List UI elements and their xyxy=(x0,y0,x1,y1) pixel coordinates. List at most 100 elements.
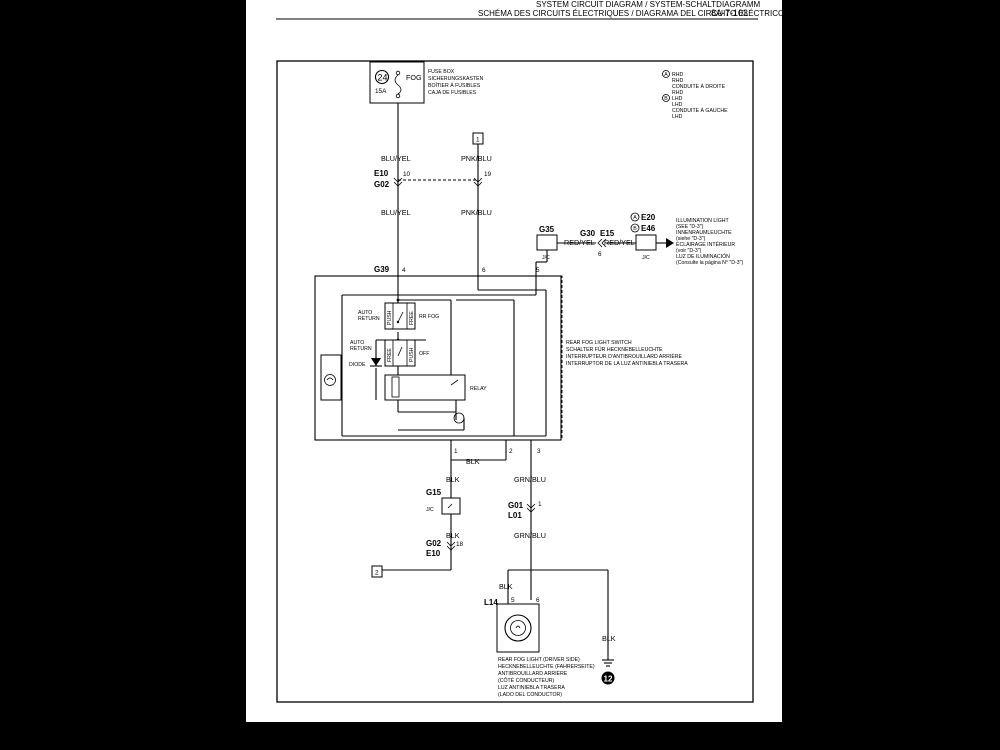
switch2-free: FREE xyxy=(387,348,393,362)
ref-1: 1 xyxy=(476,137,480,144)
wire-label-pnk-blu-1: PNK/BLU xyxy=(461,154,492,163)
pin-18: 18 xyxy=(456,541,464,548)
legend-rhd-2: RHD xyxy=(672,78,683,84)
connector-e20-e46: A E20 B E46 J/C xyxy=(630,212,674,261)
rr-fog-label: RR FOG xyxy=(419,314,439,320)
pin-1: 1 xyxy=(454,448,458,455)
wire-label-blu-yel-1: BLU/YEL xyxy=(381,154,411,163)
conn-g15: G15 xyxy=(426,488,442,497)
pin-1b: 1 xyxy=(538,501,542,508)
illum-4: (siehe "D-3") xyxy=(676,236,706,242)
switch-internal-wiring xyxy=(341,287,547,437)
switch-off: FREE PUSH AUTO RETURN OFF xyxy=(350,339,429,367)
auto-return-2b: RETURN xyxy=(350,346,372,352)
switch1-push: PUSH xyxy=(387,310,393,325)
conn-g30: G30 xyxy=(580,229,596,238)
wire-label-red-yel-1: RED/YEL xyxy=(564,238,595,247)
switch-label-4: INTERRUPTOR DE LA LUZ ANTINIEBLA TRASERA xyxy=(566,361,688,367)
ref-box-2 xyxy=(371,565,383,578)
conn-e10: E10 xyxy=(374,169,389,178)
switch-label-2: SCHALTER FÜR HECKNEBELLEUCHTE xyxy=(566,346,663,353)
header-line-1: SYSTEM CIRCUIT DIAGRAM / SYSTEM-SCHALTDI… xyxy=(536,0,761,9)
fog-light-label-5: LUZ ANTINIEBLA TRASERA xyxy=(498,685,565,691)
conn-l01: L01 xyxy=(508,511,522,520)
connector-g35: G35 J/C RED/YEL G30 E15 6 RED/YEL xyxy=(535,225,636,295)
auto-return-1a: AUTO xyxy=(358,310,372,316)
connector-g02-e10: G02 E10 18 xyxy=(426,539,464,558)
conn-e46: E46 xyxy=(641,224,656,233)
illum-7: LUZ DE ILUMINACIÓN xyxy=(676,253,730,260)
off-label: OFF xyxy=(419,351,429,357)
legend-rhd-3: CONDUITE À DROITE xyxy=(672,83,726,90)
relay-label: RELAY xyxy=(470,386,487,392)
illumination-label: ILLUMINATION LIGHT (SEE "D-3") INNENRAUM… xyxy=(676,218,743,266)
pin-4: 4 xyxy=(402,267,406,274)
pin-3: 3 xyxy=(537,448,541,455)
fusebox-label-4: CAJA DE FUSIBLES xyxy=(428,90,477,96)
e46-jc: J/C xyxy=(642,255,650,261)
legend-lhd-3: CONDUITE À GAUCHE xyxy=(672,107,728,114)
conn-l14: L14 xyxy=(484,598,498,607)
connector-g15: G15 J/C xyxy=(426,488,461,570)
fusebox-label-3: BOÎTIER À FUSIBLES xyxy=(428,82,481,89)
ref-2: 2 xyxy=(375,570,379,577)
diode-label: DIODE xyxy=(349,362,366,368)
pin-6c: 6 xyxy=(536,597,540,604)
legend: A RHD RHD CONDUITE À DROITE RHD B LHD LH… xyxy=(662,70,728,120)
switch-block xyxy=(314,275,562,441)
ground-number: 12 xyxy=(604,675,613,684)
fusebox-label-1: FUSE BOX xyxy=(428,69,455,75)
diagram-frame xyxy=(276,60,754,703)
header-line-2: SCHÉMA DES CIRCUITS ÉLECTRIQUES / DIAGRA… xyxy=(478,9,782,18)
pin-5: 5 xyxy=(536,267,540,274)
wire-label-red-yel-2: RED/YEL xyxy=(604,238,635,247)
conn-g02-b: G02 xyxy=(426,539,442,548)
legend-rhd-1: RHD xyxy=(672,72,683,78)
connector-g01-l01: G01 L01 1 xyxy=(508,501,542,520)
conn-g02: G02 xyxy=(374,180,390,189)
e20-marker: A xyxy=(633,215,637,221)
wire-label-blk-1: BLK xyxy=(466,457,480,466)
wire-label-blu-yel-2: BLU/YEL xyxy=(381,208,411,217)
conn-e15: E15 xyxy=(600,229,615,238)
pin-6: 6 xyxy=(482,267,486,274)
legend-lhd-marker: B xyxy=(664,96,668,102)
illum-1: ILLUMINATION LIGHT xyxy=(676,218,729,224)
page-number: 8A-7-103 xyxy=(711,8,748,18)
illum-8: (Consulte la página N° "D-3") xyxy=(676,260,743,266)
diode-icon: DIODE xyxy=(349,358,382,368)
g15-jc: J/C xyxy=(426,507,434,513)
conn-g39: G39 xyxy=(374,265,390,274)
diagram-page: SYSTEM CIRCUIT DIAGRAM / SYSTEM-SCHALTDI… xyxy=(246,0,782,722)
pin-10: 10 xyxy=(403,171,411,178)
rear-fog-switch-label: REAR FOG LIGHT SWITCH SCHALTER FÜR HECKN… xyxy=(566,340,688,367)
wire-label-blk-5: BLK xyxy=(602,634,616,643)
legend-rhd-marker: A xyxy=(664,72,668,78)
illum-6: (voir "D-3") xyxy=(676,248,702,254)
illum-5: ÉCLAIRAGE INTÉRIEUR xyxy=(676,241,735,248)
illum-2: (SEE "D-3") xyxy=(676,224,704,230)
arrow-icon xyxy=(666,238,674,248)
rear-fog-light: BLK L14 5 6 REAR FOG LIGHT (DRIVER SIDE)… xyxy=(484,569,609,698)
fuse-box: 24 15A FOG FUSE BOX SICHERUNGSKASTEN BOÎ… xyxy=(369,61,484,104)
wire-label-blk-3: BLK xyxy=(446,531,460,540)
pin-6b: 6 xyxy=(598,251,602,258)
switch-label-3: INTERRUPTEUR D'ANTIBROUILLARD ARRIÈRE xyxy=(566,353,683,360)
switch2-push: PUSH xyxy=(409,347,415,362)
ground-icon: BLK 12 xyxy=(601,634,616,685)
e46-marker: B xyxy=(633,226,637,232)
g35-jc: J/C xyxy=(542,255,550,261)
conn-e20: E20 xyxy=(641,213,656,222)
illum-3: INNENRAUMLEUCHTE xyxy=(676,230,732,236)
conn-e10-b: E10 xyxy=(426,549,441,558)
fog-light-label-4: (CÔTÉ CONDUCTEUR) xyxy=(498,677,554,684)
fuse-number: 24 xyxy=(378,73,388,83)
pin-5b: 5 xyxy=(511,597,515,604)
circuit-diagram: SYSTEM CIRCUIT DIAGRAM / SYSTEM-SCHALTDI… xyxy=(276,0,782,703)
fuse-name: FOG xyxy=(406,73,422,82)
auto-return-1b: RETURN xyxy=(358,316,380,322)
pin-2: 2 xyxy=(509,448,513,455)
wire-label-blk-4: BLK xyxy=(499,582,513,591)
fog-light-label-3: ANTIBROUILLARD ARRIÈRE xyxy=(498,670,568,677)
legend-rhd-4: RHD xyxy=(672,90,683,96)
